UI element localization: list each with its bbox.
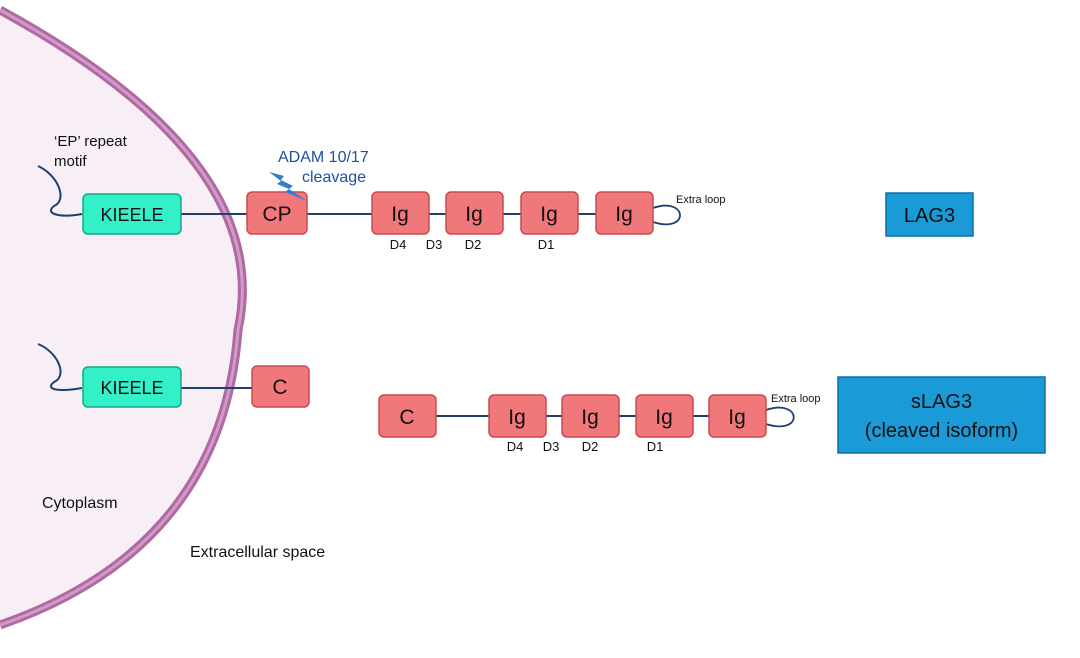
ig-box-2-4 — [708, 394, 767, 438]
ig-label-2-1: Ig — [508, 406, 526, 429]
ep-repeat-tail-1 — [37, 165, 83, 217]
extra-loop-1 — [652, 204, 681, 226]
ig-label-2-2: Ig — [581, 406, 599, 429]
ig-box-1-2 — [445, 191, 504, 235]
c-label-free: C — [399, 406, 414, 429]
c-label-membrane: C — [272, 376, 287, 399]
cleavage-annotation: ADAM 10/17 cleavage — [269, 149, 369, 201]
ig-label-1-2: Ig — [465, 203, 483, 226]
kieele-label-1: KIEELE — [100, 205, 163, 225]
ig-box-1-4 — [595, 191, 654, 235]
domain-label-d2-2: D2 — [582, 439, 599, 454]
ep-repeat-label-line2: motif — [54, 153, 87, 170]
domain-label-d1-1: D1 — [538, 237, 555, 252]
cytoplasm-region — [0, 10, 243, 625]
ep-repeat-label-line1: ‘EP’ repeat — [54, 133, 128, 150]
extra-loop-2 — [765, 406, 795, 428]
ig-label-1-1: Ig — [391, 203, 409, 226]
domain-label-d4-1: D4 — [390, 237, 407, 252]
ig-box-2-1 — [488, 394, 547, 438]
extra-loop-label-2: Extra loop — [771, 393, 821, 405]
adam-label-line2: cleavage — [302, 169, 366, 186]
lag3-badge-label: LAG3 — [904, 205, 955, 227]
kieele-box-1 — [82, 193, 182, 235]
domain-label-d2-1: D2 — [465, 237, 482, 252]
extra-loop-label-1: Extra loop — [676, 194, 726, 206]
ig-label-2-4: Ig — [728, 406, 746, 429]
c-box-membrane — [251, 365, 310, 408]
domain-label-d4-2: D4 — [507, 439, 524, 454]
cp-box — [246, 191, 308, 235]
row2-backbone — [37, 343, 795, 428]
extracellular-label: Extracellular space — [190, 544, 325, 561]
cell-membrane-inner — [0, 8, 244, 627]
cytoplasm-label: Cytoplasm — [42, 495, 118, 512]
cp-label: CP — [262, 203, 291, 226]
ig-box-1-1 — [371, 191, 430, 235]
kieele-box-2 — [82, 366, 182, 408]
lightning-bolt-icon — [269, 172, 307, 201]
lag3-badge: LAG3 — [885, 192, 974, 237]
row1-domains: KIEELE CP Ig Ig Ig Ig D4 D3 D2 D1 Extra … — [82, 191, 726, 252]
ig-box-1-3 — [520, 191, 579, 235]
row1-backbone — [37, 165, 681, 226]
slag3-badge-box — [837, 376, 1046, 454]
slag3-badge-line1: sLAG3 — [911, 391, 972, 413]
ig-box-2-3 — [635, 394, 694, 438]
c-box-free — [378, 394, 437, 438]
ig-label-1-4: Ig — [615, 203, 633, 226]
ig-label-1-3: Ig — [540, 203, 558, 226]
ig-label-2-3: Ig — [655, 406, 673, 429]
cell — [0, 6, 247, 630]
domain-label-d3-2: D3 — [543, 439, 560, 454]
slag3-badge: sLAG3 (cleaved isoform) — [837, 376, 1046, 454]
ep-repeat-tail-2 — [37, 343, 83, 391]
domain-label-d3-1: D3 — [426, 237, 443, 252]
kieele-label-2: KIEELE — [100, 378, 163, 398]
lag3-badge-box — [885, 192, 974, 237]
row2-domains: KIEELE C C Ig Ig Ig Ig D4 D3 D2 D1 Extra… — [82, 365, 821, 454]
slag3-badge-line2: (cleaved isoform) — [865, 420, 1018, 442]
domain-label-d1-2: D1 — [647, 439, 664, 454]
adam-label-line1: ADAM 10/17 — [278, 149, 369, 166]
ig-box-2-2 — [561, 394, 620, 438]
